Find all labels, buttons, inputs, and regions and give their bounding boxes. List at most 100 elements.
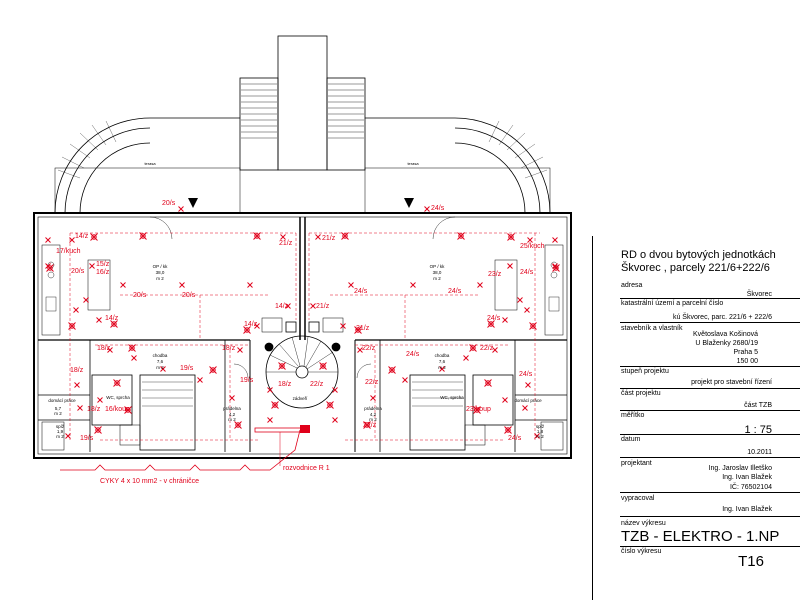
- room-area-unit: m 2: [56, 434, 64, 439]
- room-area: 1,8: [537, 429, 544, 434]
- room-label: OP / kk: [153, 264, 168, 269]
- outlet-label: 22/z: [310, 381, 324, 388]
- outlet-label: 24/s: [431, 205, 445, 212]
- outlet-label: 18/z: [278, 381, 292, 388]
- outlet-label: 20/s: [162, 200, 176, 207]
- drawing-title-line2: Škvorec , parcely 221/6+222/6: [621, 262, 770, 274]
- designer-line3: IČ: 76502104: [729, 484, 772, 491]
- room-label: chodba: [435, 353, 450, 358]
- divider: [620, 322, 800, 323]
- outlet-label: 19/s: [240, 377, 254, 384]
- room-label: WC, sprcha: [440, 395, 464, 400]
- room-area: 38,0: [156, 270, 165, 275]
- room-area: 38,0: [433, 270, 442, 275]
- date-label: datum: [621, 436, 641, 443]
- terrace-label-left: terasa: [144, 161, 156, 166]
- room-label: zádveří: [293, 396, 309, 401]
- room-area-unit: m 2: [536, 434, 544, 439]
- room-area: 4,2: [229, 412, 236, 417]
- drafter-label: vypracoval: [621, 495, 655, 502]
- room-area: 7,6: [439, 359, 446, 364]
- scale-label: měřítko: [621, 412, 645, 419]
- room-label: WC, sprcha: [106, 395, 130, 400]
- outlet-label: 18/z: [97, 345, 111, 352]
- divider: [620, 434, 800, 435]
- outlet-label: 17/kuch: [56, 248, 81, 255]
- outlet-label: 20/s: [182, 292, 196, 299]
- outlet-label: 14/z: [105, 315, 119, 322]
- room-label: prádelna: [223, 406, 241, 411]
- divider: [620, 298, 800, 299]
- outlet-label: 22/z: [365, 379, 379, 386]
- scale-value: 1 : 75: [744, 424, 772, 436]
- designer-line2: Ing. Ivan Blažek: [722, 474, 772, 481]
- date-value: 10.2011: [747, 449, 772, 456]
- outlet-label: 24/s: [508, 435, 522, 442]
- title-block: RD o dvou bytových jednotkách Škvorec , …: [592, 236, 800, 600]
- room-labels: OP / kk 38,0 m 2 OP / kk 38,0 m 2 chodba…: [48, 264, 545, 439]
- outlet-label: 24/s: [487, 315, 501, 322]
- room-area-unit: m 2: [438, 365, 446, 370]
- outlet-label: 14/z: [244, 321, 258, 328]
- divider: [620, 546, 800, 547]
- outlet-label: 18/z: [222, 345, 236, 352]
- drawing-name-value: TZB - ELEKTRO - 1.NP: [621, 528, 780, 545]
- drawing-title-line1: RD o dvou bytových jednotkách: [621, 249, 776, 261]
- owner-line1: Květoslava Košinová: [693, 331, 758, 338]
- outlet-label: 24/s: [406, 351, 420, 358]
- drafter-value: Ing. Ivan Blažek: [722, 506, 772, 513]
- divider: [620, 457, 800, 458]
- drawing-name-label: název výkresu: [621, 520, 666, 527]
- outlet-label: 21/z: [356, 325, 370, 332]
- outlet-label: 22/z: [480, 345, 494, 352]
- outlet-label: 24/s: [520, 269, 534, 276]
- outlet-label: 23/z: [488, 271, 502, 278]
- outlet-label: 25/kuch: [520, 243, 545, 250]
- outlet-label: 21/z: [322, 235, 336, 242]
- room-area-unit: m 2: [54, 411, 62, 416]
- outlet-markers: [45, 206, 558, 439]
- outlet-label: 16/z: [96, 269, 110, 276]
- divider: [620, 366, 800, 367]
- room-area: 4,2: [370, 412, 377, 417]
- room-label: domácí práce: [48, 398, 76, 403]
- cadastral-value: kú Škvorec, parc. 221/6 + 222/6: [672, 314, 772, 321]
- owner-label: stavebník a vlastník: [621, 325, 683, 332]
- room-area-unit: m 2: [228, 417, 236, 422]
- stage-label: stupeň projektu: [621, 368, 669, 375]
- outlet-label: 18/z: [70, 367, 84, 374]
- designer-label: projektant: [621, 460, 652, 467]
- outlet-label: 14/z: [75, 233, 89, 240]
- room-area: 7,6: [157, 359, 164, 364]
- room-label: OP / kk: [430, 264, 445, 269]
- divider: [620, 492, 800, 493]
- outlet-labels: 20/s 24/s 17/kuch 14/z 21/z 21/z 25/kuch…: [56, 200, 545, 442]
- address-value: Škvorec: [746, 291, 772, 298]
- outlet-label: 22/z: [362, 345, 376, 352]
- outlet-label: 24/s: [448, 288, 462, 295]
- title-block-border: [592, 236, 593, 600]
- room-label: domácí práce: [514, 398, 542, 403]
- room-label: spíž: [56, 424, 65, 429]
- outlet-label: 18/z: [87, 406, 101, 413]
- arrow-marker-right: [404, 198, 414, 208]
- drawing-no-label: číslo výkresu: [621, 548, 662, 555]
- terrace-label-right: terasa: [407, 161, 419, 166]
- distributor-label: rozvodnice R 1: [283, 465, 330, 472]
- outlet-label: 21/z: [316, 303, 330, 310]
- room-area: 1,9: [57, 429, 64, 434]
- supply-cable: [60, 429, 301, 471]
- outlet-label: 21/z: [279, 240, 293, 247]
- room-area-unit: m 2: [369, 417, 377, 422]
- room-area-unit: m 2: [156, 365, 164, 370]
- outlet-label: 22/z: [363, 422, 377, 429]
- part-label: část projektu: [621, 390, 661, 397]
- outlet-label: 19/s: [80, 435, 94, 442]
- lamp-markers: [46, 232, 560, 434]
- room-label: prádelna: [364, 406, 382, 411]
- owner-line3: Praha 5: [733, 349, 758, 356]
- outlet-label: 24/s: [519, 371, 533, 378]
- divider: [620, 388, 800, 389]
- address-label: adresa: [621, 282, 643, 289]
- room-label: chodba: [153, 353, 168, 358]
